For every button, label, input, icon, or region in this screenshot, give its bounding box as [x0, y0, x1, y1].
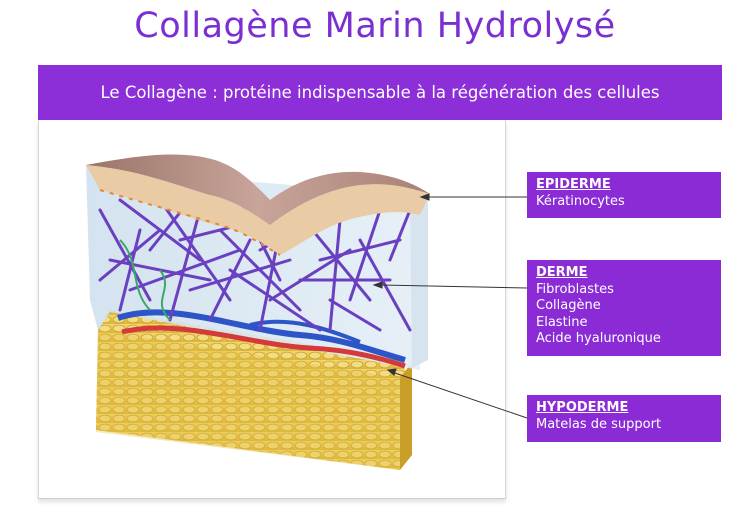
- epiderme-label: EPIDERME Kératinocytes: [527, 172, 721, 218]
- derme-label: DERME Fibroblastes Collagène Elastine Ac…: [527, 260, 721, 356]
- epiderme-line: Kératinocytes: [536, 193, 625, 209]
- epiderme-title: EPIDERME: [536, 177, 611, 192]
- collagen-fibers: [98, 198, 412, 332]
- derme-line: Elastine: [536, 314, 588, 330]
- derme-line: Fibroblastes: [536, 281, 614, 297]
- hypoderme-title: HYPODERME: [536, 400, 629, 415]
- banner: Le Collagène : protéine indispensable à …: [38, 65, 722, 120]
- pointer-lines: [372, 193, 528, 419]
- derme-title: DERME: [536, 265, 588, 280]
- epiderme-layer: [86, 154, 430, 256]
- derme-line: Acide hyaluronique: [536, 331, 661, 346]
- page-title: Collagène Marin Hydrolysé: [134, 6, 616, 46]
- banner-text: Le Collagène : protéine indispensable à …: [100, 83, 660, 102]
- hypoderme-line: Matelas de support: [536, 416, 662, 432]
- derme-line: Collagène: [536, 298, 601, 313]
- hypoderme-label: HYPODERME Matelas de support: [527, 395, 721, 442]
- elastin-fibers: [119, 239, 171, 321]
